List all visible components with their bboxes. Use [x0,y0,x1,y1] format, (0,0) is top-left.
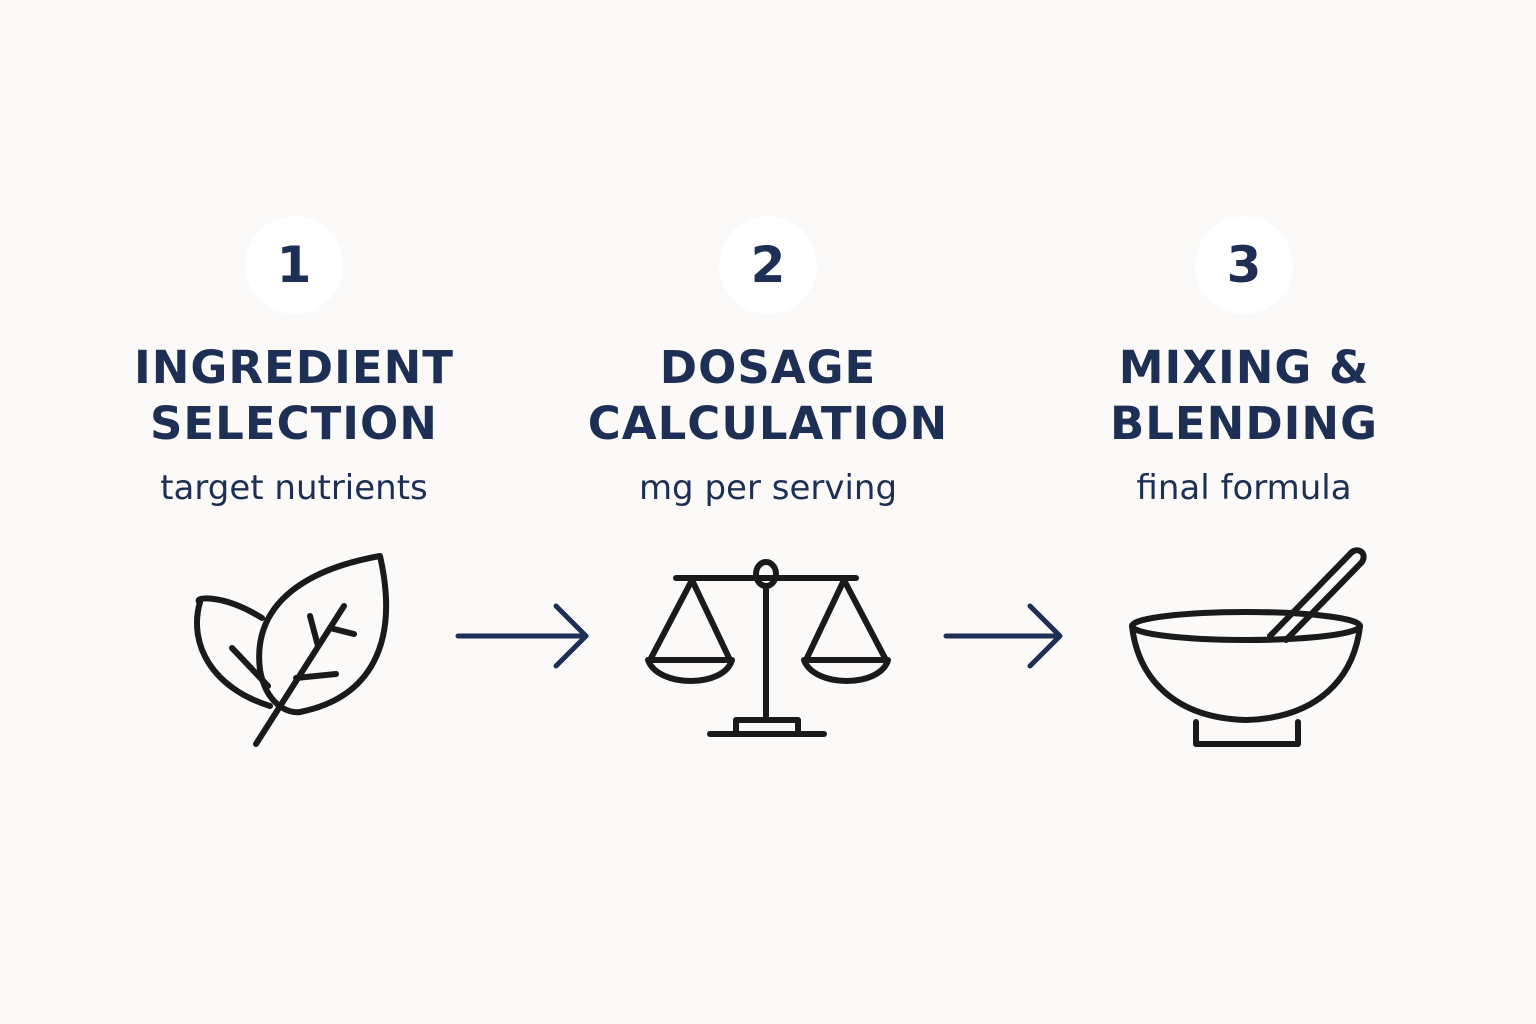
step-subtitle: target nutrients [160,468,428,508]
step-title-line-1: INGREDIENT [134,341,454,394]
step-title-line-2: CALCULATION [587,397,949,450]
step-title-line-2: SELECTION [150,397,438,450]
step-title: DOSAGE CALCULATION [558,340,978,452]
arrow-right-icon [943,603,1063,669]
step-title-line-1: DOSAGE [659,341,877,394]
step-title: INGREDIENT SELECTION [84,340,504,452]
step-mixing-blending: 3 MIXING & BLENDING final formula [1034,0,1454,1024]
step-subtitle: mg per serving [638,468,898,508]
step-number-badge: 2 [719,216,817,314]
step-title-line-1: MIXING & [1118,341,1370,394]
step-dosage-calculation: 2 DOSAGE CALCULATION mg per serving [558,0,978,1024]
step-ingredient-selection: 1 INGREDIENT SELECTION target nutrients [84,0,504,1024]
step-number-badge: 1 [245,216,343,314]
step-number-badge: 3 [1195,216,1293,314]
step-title-line-2: BLENDING [1109,397,1379,450]
balance-scale-icon [645,559,891,737]
step-title: MIXING & BLENDING [1034,340,1454,452]
leaf-icon [194,553,390,747]
mortar-and-pestle-icon [1129,547,1367,747]
arrow-right-icon [455,603,589,669]
step-subtitle: final formula [1136,468,1352,508]
